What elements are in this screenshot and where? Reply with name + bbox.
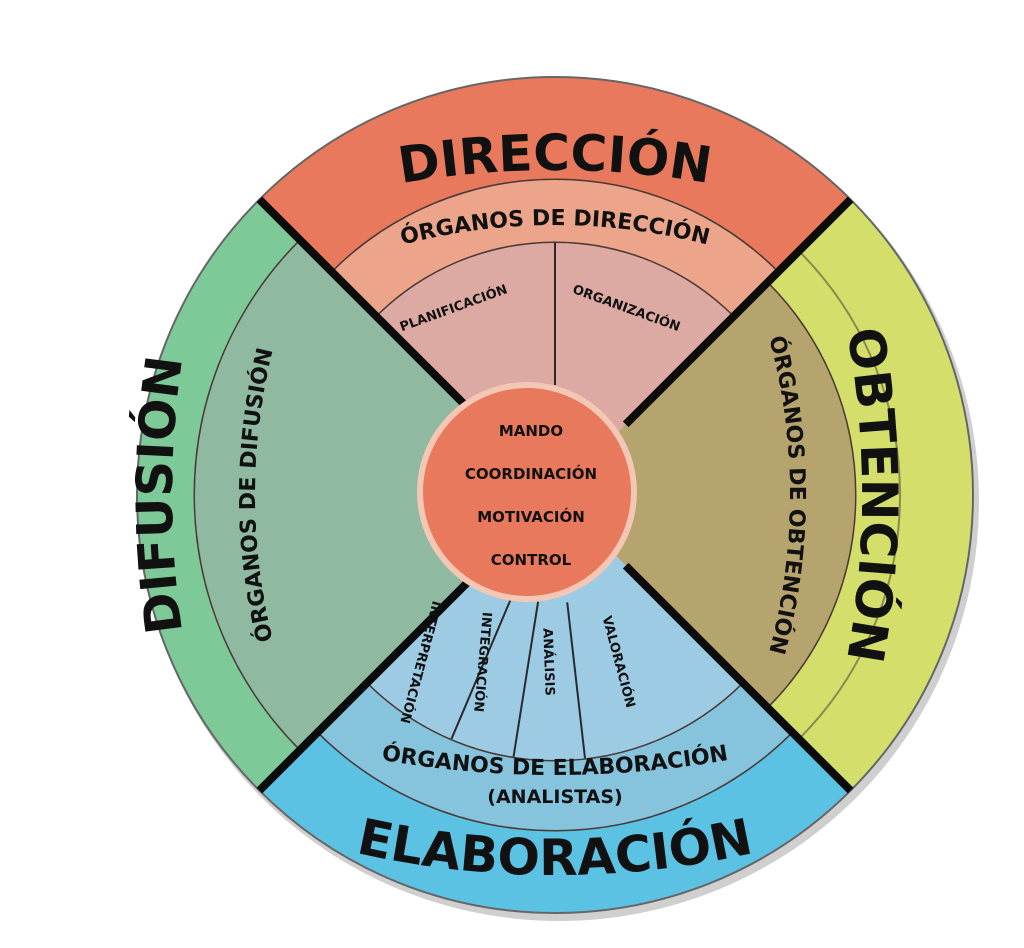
center-circle (423, 388, 631, 596)
subdivider-3 (566, 602, 586, 759)
sector-left-layer-0 (136, 199, 301, 791)
center-item-control: CONTROL (491, 551, 572, 569)
organs-note-analistas: (ANALISTAS) (487, 786, 622, 808)
sector-right-layer-1 (555, 282, 855, 708)
subdivider-1 (450, 594, 514, 740)
center-item-motivacion: MOTIVACIÓN (477, 507, 585, 526)
sector-bottom-layer-2 (367, 495, 743, 760)
sector-divider-2 (622, 562, 854, 794)
sector-right-layer-0 (767, 199, 973, 791)
sector-divider-3 (256, 562, 488, 794)
ring-top-0 (331, 178, 779, 274)
sector-label-difusion: DIFUSIÓN (126, 353, 194, 638)
sector-left-layer-1 (195, 240, 556, 750)
sector-top-layer-0 (259, 77, 851, 273)
center-item-mando: MANDO (499, 422, 563, 440)
sector-divider-0 (256, 196, 488, 428)
sector-divider-1 (622, 196, 854, 428)
sector-top-layer-1 (332, 179, 778, 317)
subdivider-2 (512, 601, 540, 757)
ring-right-outer (798, 250, 902, 740)
subitem-analisis: ANÁLISIS (539, 628, 557, 696)
sector-bottom-layer-0 (259, 731, 851, 913)
sector-bottom-layer-1 (318, 682, 792, 831)
center-item-coordinacion: COORDINACIÓN (465, 464, 597, 483)
outer-rim (136, 76, 974, 914)
